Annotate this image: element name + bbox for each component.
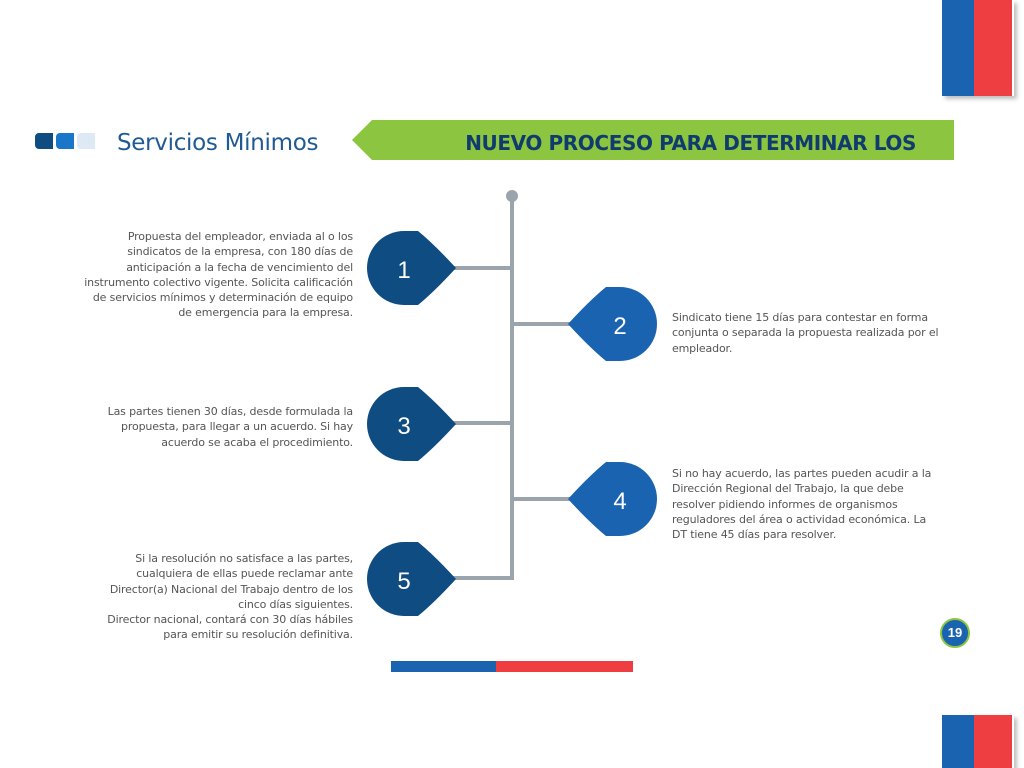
- step-description-2: Sindicato tiene 15 días para contestar e…: [672, 311, 939, 355]
- step-number-1: 1: [397, 257, 410, 284]
- step-number-4: 4: [613, 488, 626, 515]
- step-marker-3: [367, 387, 456, 461]
- footer-color-bar: [391, 661, 633, 672]
- title-banner: NUEVO PROCESO PARA DETERMINAR LOS: [352, 120, 954, 160]
- flag-decoration-bottom: [942, 715, 1014, 768]
- banner-arrow-shape: [352, 120, 954, 160]
- flag-decoration-top: [942, 0, 1014, 96]
- step-number-3: 3: [397, 413, 410, 440]
- step-description-5-part-1: Si la resolución no satisface a las part…: [109, 552, 353, 611]
- step-description-5: Si la resolución no satisface a las part…: [80, 551, 353, 643]
- step-description-3: Las partes tienen 30 días, desde formula…: [107, 405, 354, 449]
- step-marker-2: [568, 287, 657, 361]
- step-number-5: 5: [397, 568, 410, 595]
- step-description-4: Si no hay acuerdo, las partes pueden acu…: [672, 467, 932, 542]
- section-title: Servicios Mínimos: [117, 130, 319, 156]
- step-number-2: 2: [613, 313, 626, 340]
- banner-title: NUEVO PROCESO PARA DETERMINAR LOS: [465, 131, 916, 155]
- step-marker-1: [367, 231, 456, 305]
- logo-dots-icon: [35, 133, 95, 149]
- timeline-top-dot: [506, 190, 518, 202]
- step-marker-4: [568, 462, 657, 536]
- step-description-1: Propuesta del empleador, enviada al o lo…: [84, 230, 353, 320]
- page-number-badge: 19: [940, 618, 970, 648]
- step-marker-5: [367, 542, 456, 616]
- step-description-5-part-2: Director nacional, contará con 30 días h…: [107, 613, 353, 642]
